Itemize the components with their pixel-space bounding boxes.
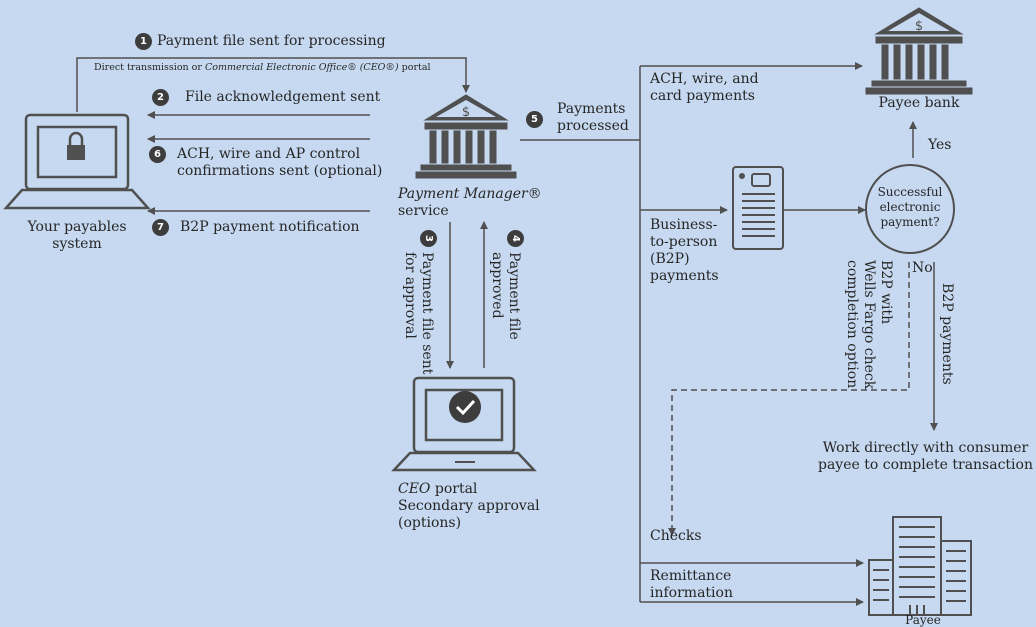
connectors xyxy=(76,57,938,606)
step-badge-7: 7 xyxy=(152,219,169,236)
step-7-label: B2P payment notification xyxy=(180,219,360,235)
step-1-label: Payment file sent for processing xyxy=(157,33,386,49)
bank-icon: $ xyxy=(865,7,973,95)
step-2-label: File acknowledgement sent xyxy=(185,89,381,105)
step-1-sublabel: Direct transmission or Commercial Electr… xyxy=(94,62,431,73)
step-badge-3: 3 xyxy=(420,230,437,247)
office-building-icon xyxy=(868,516,972,616)
yes-label: Yes xyxy=(928,137,952,153)
document-icon xyxy=(732,166,784,250)
laptop-lock-icon xyxy=(3,113,151,210)
payee-label: Payee xyxy=(905,613,941,627)
step-badge-4: 4 xyxy=(507,230,524,247)
svg-text:$: $ xyxy=(462,105,470,120)
step-badge-6: 6 xyxy=(149,146,166,163)
step-badge-2: 2 xyxy=(152,89,169,106)
laptop-check-icon xyxy=(391,376,537,472)
payment-manager-label: Payment Manager®service xyxy=(398,186,542,219)
check-completion-path xyxy=(668,262,910,536)
no-label: No xyxy=(912,260,933,276)
step-badge-5: 5 xyxy=(526,111,543,128)
bank-icon: $ xyxy=(415,94,517,179)
decision-node xyxy=(865,164,955,254)
b2p-label: Business-to-person(B2P)payments xyxy=(650,217,719,284)
checks-label: Checks xyxy=(650,528,702,544)
svg-text:$: $ xyxy=(915,19,923,34)
step-badge-1: 1 xyxy=(135,33,152,50)
payee-bank-label: Payee bank xyxy=(878,95,960,111)
b2p-payments-label: B2P payments xyxy=(939,283,955,385)
